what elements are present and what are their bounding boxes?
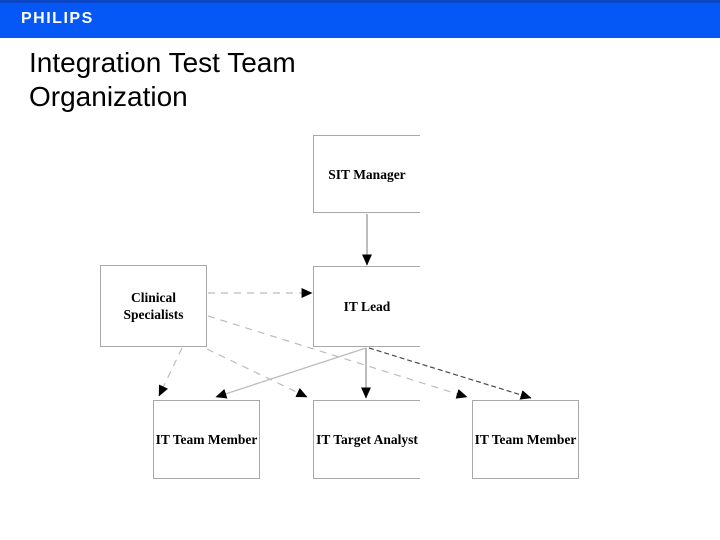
header-bar: PHILIPS (0, 0, 720, 38)
org-box-label: IT Team Member (155, 432, 258, 447)
org-box-it-team-member-left: IT Team Member (153, 400, 260, 479)
title-line-2: Organization (29, 81, 188, 112)
org-box-label: IT Team Member (474, 432, 577, 447)
org-box-sit-manager: SIT Manager (313, 135, 420, 213)
org-box-it-lead: IT Lead (313, 266, 420, 347)
connector-clinical-specialists-to-it-target-analyst (206, 348, 308, 398)
connector-it-lead-to-it-team-member-right (368, 347, 532, 400)
org-box-label: IT Lead (343, 299, 391, 314)
philips-logo: PHILIPS (21, 10, 94, 27)
title-line-1: Integration Test Team (29, 47, 296, 78)
org-box-clinical-specialists: Clinical Specialists (100, 265, 207, 347)
org-box-label: IT Target Analyst (316, 432, 418, 447)
org-box-label: Clinical Specialists (123, 290, 184, 322)
org-box-label: SIT Manager (328, 166, 406, 182)
connector-it-lead-to-it-team-member-left (215, 347, 367, 399)
org-box-it-team-member-right: IT Team Member (472, 400, 579, 479)
org-box-it-target-analyst: IT Target Analyst (313, 400, 420, 479)
connector-clinical-specialists-to-it-team-member-left (158, 347, 183, 397)
